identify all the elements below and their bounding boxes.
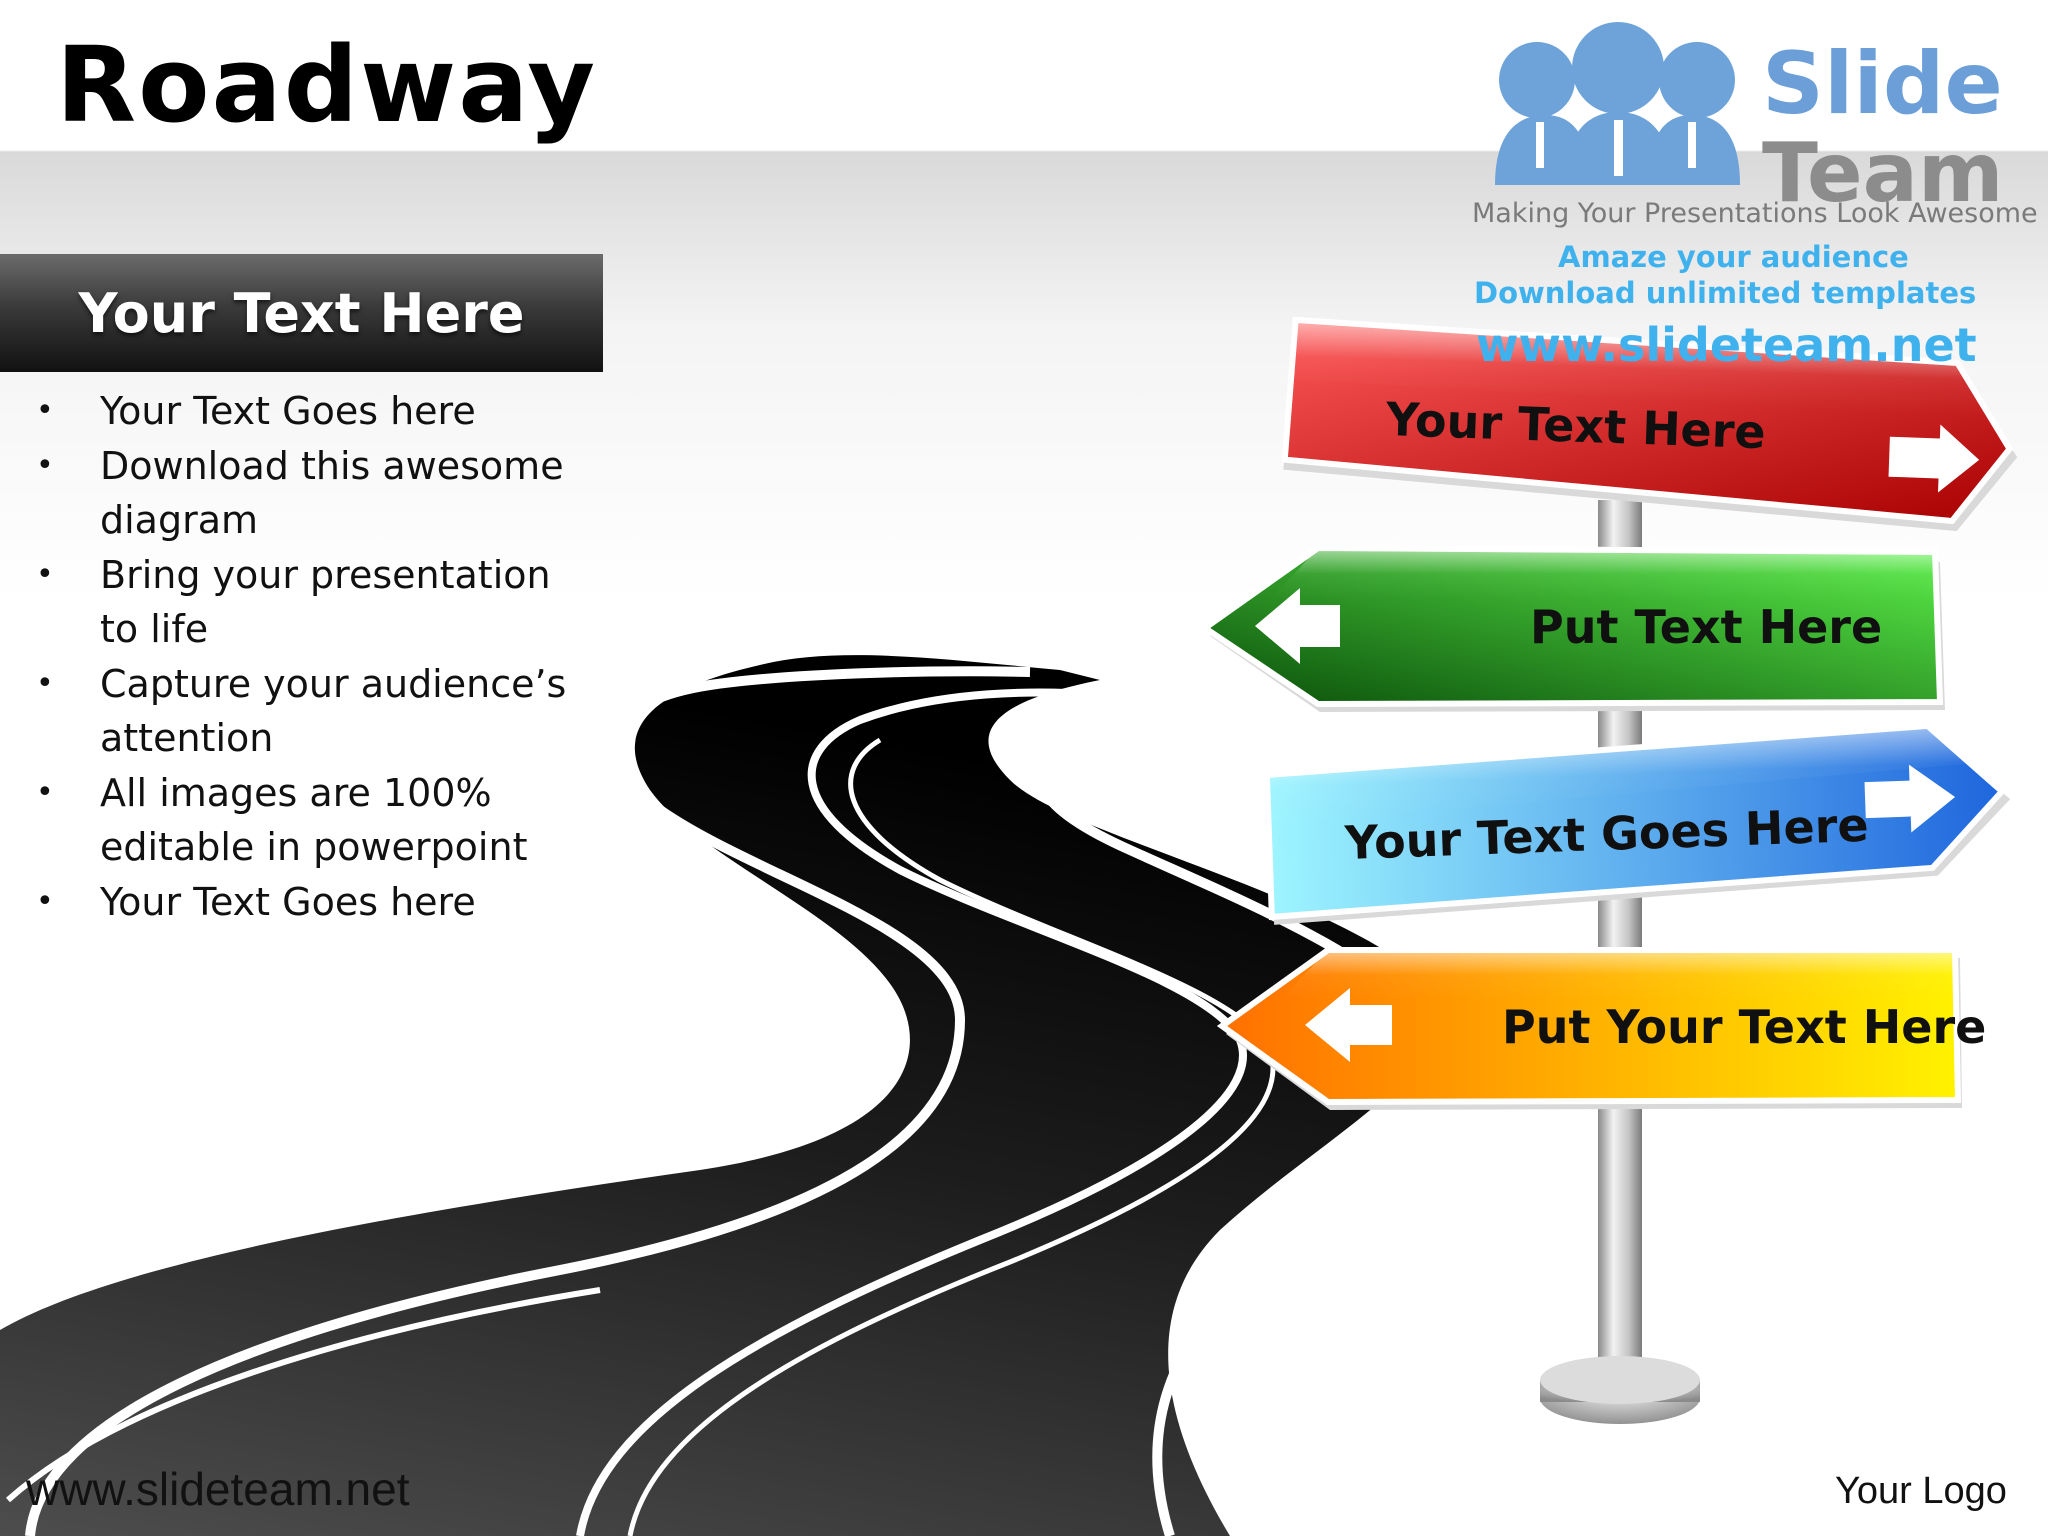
sign-green[interactable] <box>1199 544 1945 712</box>
logo-tagline: Making Your Presentations Look Awesome <box>1472 198 2038 229</box>
bullet-icon: • <box>36 556 54 592</box>
promo-url[interactable]: www.slideteam.net <box>1476 318 1977 372</box>
sign-green-label: Put Text Here <box>1530 600 1883 654</box>
bullet-icon: • <box>36 665 54 701</box>
text-header-band: Your Text Here <box>0 254 603 372</box>
sign-yellow[interactable] <box>1216 947 1962 1110</box>
bullet-icon: • <box>36 774 54 810</box>
bullet-icon: • <box>36 447 54 483</box>
arrow-left-icon <box>1305 988 1392 1062</box>
bullet-list: •Your Text Goes here •Download this awes… <box>34 384 594 929</box>
sign-blue[interactable] <box>1263 722 2014 925</box>
sign-yellow-label: Put Your Text Here <box>1502 1000 1987 1054</box>
list-item: •Your Text Goes here <box>34 384 594 439</box>
arrow-right-icon <box>1864 764 1956 833</box>
list-item: •Your Text Goes here <box>34 875 594 930</box>
logo-brand-team: Team <box>1762 126 2004 221</box>
footer-logo-placeholder: Your Logo <box>1835 1470 2007 1512</box>
slideteam-logo: Slide Team Making Your Presentations Loo… <box>1470 18 2038 372</box>
slideteam-people-icon <box>1495 22 1740 185</box>
bullet-icon: • <box>36 883 54 919</box>
promo-line-2: Download unlimited templates <box>1474 276 1977 310</box>
list-item: •All images are 100% editable in powerpo… <box>34 766 594 875</box>
header-text: Your Text Here <box>78 281 525 345</box>
arrow-right-icon <box>1888 424 1980 493</box>
sign-red[interactable] <box>1281 316 2021 533</box>
list-item: •Download this awesome diagram <box>34 439 594 548</box>
promo-line-1: Amaze your audience <box>1558 240 1909 274</box>
list-item: •Capture your audience’s attention <box>34 657 594 766</box>
list-item: •Bring your presentation to life <box>34 548 594 657</box>
footer-url[interactable]: www.slideteam.net <box>26 1463 410 1515</box>
logo-brand-slide: Slide <box>1762 34 2003 134</box>
bullet-icon: • <box>36 393 54 428</box>
arrow-left-icon <box>1255 588 1340 664</box>
slide-title: Roadway <box>56 24 598 146</box>
